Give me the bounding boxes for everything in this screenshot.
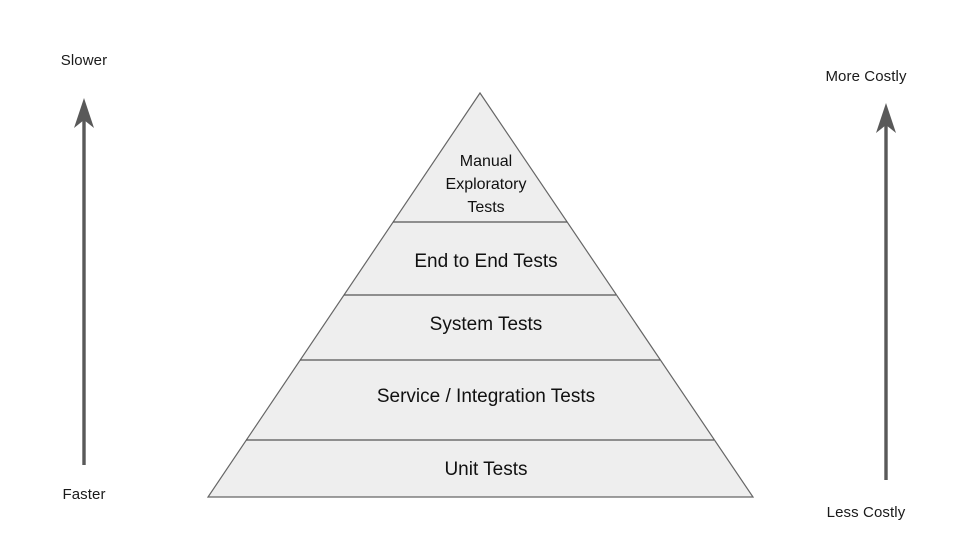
tier-label-system-tests: System Tests <box>286 315 686 334</box>
tier-label-unit-tests: Unit Tests <box>236 460 736 479</box>
tier-label-line: End to End Tests <box>414 251 558 272</box>
cost-axis-bottom-label: Less Costly <box>826 504 906 521</box>
tier-label-line: System Tests <box>429 314 543 335</box>
tier-label-line: Exploratory <box>445 176 527 193</box>
tier-label-service-integration-tests: Service / Integration Tests <box>236 387 736 406</box>
tier-label-end-to-end-tests: End to End Tests <box>286 252 686 271</box>
tier-label-line: Manual <box>459 153 513 170</box>
speed-axis-arrowhead-icon <box>74 98 94 128</box>
tier-label-line: Unit Tests <box>444 459 528 480</box>
speed-axis-bottom-label: Faster <box>62 486 106 503</box>
cost-axis-arrowhead-icon <box>876 103 896 133</box>
tier-label-line: Service / Integration Tests <box>376 386 596 407</box>
tier-label-line: Tests <box>467 199 505 216</box>
cost-axis-top-label: More Costly <box>825 68 907 85</box>
speed-axis-top-label: Slower <box>60 52 108 69</box>
